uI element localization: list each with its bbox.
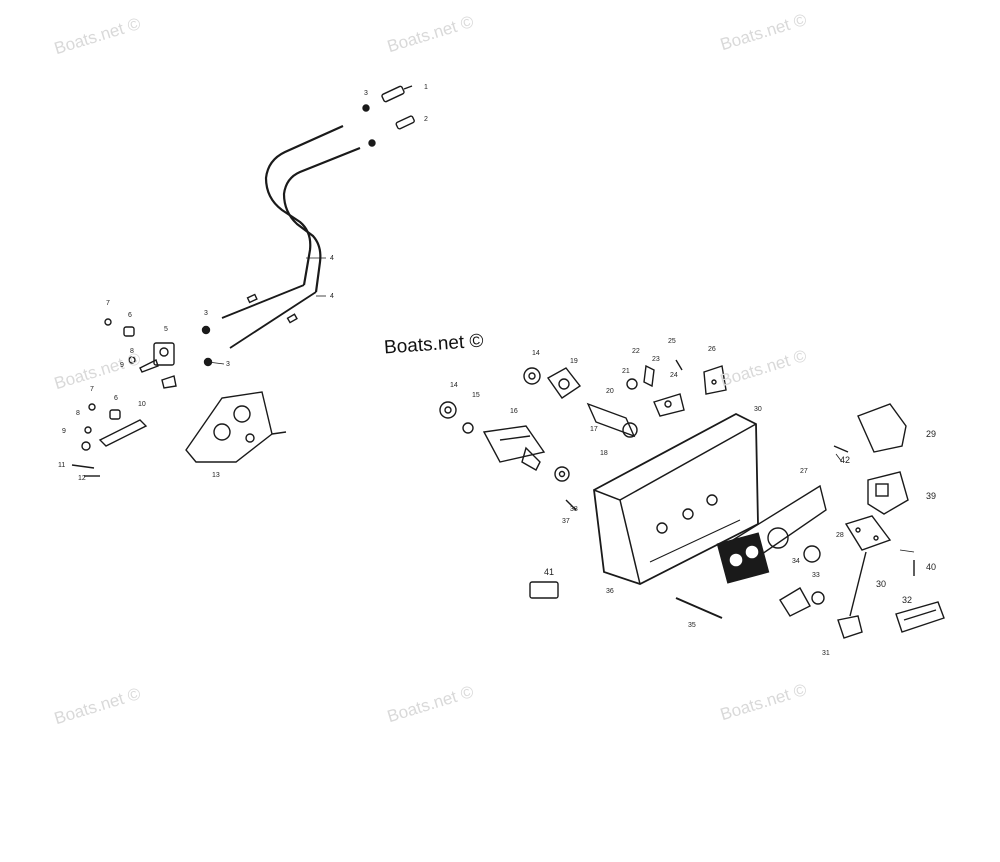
part-label: 6 [114,395,118,402]
nut-3c [201,325,211,335]
part-label: 18 [600,450,608,457]
mounting-plate-13 [185,391,287,463]
part-label: 38 [570,506,578,513]
part-label: 15 [472,392,480,399]
part-label: 37 [562,518,570,525]
shaft-16 [482,425,546,471]
part-label: 21 [622,368,630,375]
part-label: 7 [106,300,110,307]
bracket-24 [653,393,685,417]
part-label: 14 [532,350,540,357]
decal-32 [895,601,945,633]
part-label: 33 [812,572,820,579]
shaft-17 [586,402,638,438]
cable-4b [282,146,361,293]
part-label: 23 [652,356,660,363]
part-label: 11 [58,462,66,469]
cover-29 [857,403,907,453]
linkage-lower [71,403,148,477]
screw-42 [833,445,849,453]
part-label: 8 [130,348,134,355]
part-label: 9 [120,362,124,369]
washer-15 [462,422,474,434]
part-label: 4 [330,255,334,262]
cable-clip-b [286,313,298,324]
nut-3 [362,104,370,112]
part-label: 8 [76,410,80,417]
switch-33 [779,587,825,617]
part-label: 3 [226,361,230,368]
part-label: 30 [876,579,887,589]
part-label: 24 [670,372,678,379]
switch-39 [867,471,909,515]
block-41 [529,581,559,599]
bracket-28 [844,515,892,551]
part-label: 30 [754,406,762,413]
part-label: 3 [364,90,368,97]
part-label: 31 [822,650,830,657]
part-label: 13 [212,472,220,479]
part-label: 26 [708,346,716,353]
part-label: 9 [62,428,66,435]
part-label: 14 [450,382,458,389]
part-label: 20 [606,388,614,395]
part-label: 29 [926,429,937,439]
lever-31 [837,615,863,639]
part-label: 41 [544,567,555,577]
spool-19 [546,367,582,399]
part-label: 2 [424,116,428,123]
linkage-upper [104,318,177,389]
rod-30 [849,551,867,617]
part-label: 42 [840,455,851,465]
part-label: 1 [424,84,428,91]
cable-end-a [221,284,305,319]
knob-34 [803,545,821,563]
plate-26 [703,365,727,395]
fitting-2 [395,115,415,130]
part-label: 34 [792,558,800,565]
clip-22 [643,364,655,388]
screw-37 [565,499,577,511]
part-label: 32 [902,595,913,605]
part-label: 27 [800,468,808,475]
part-label: 39 [926,491,937,501]
pin-35 [675,597,723,619]
leader-lines [207,257,915,553]
gear-14a [523,367,541,385]
cable-end-b [229,291,317,349]
gear-14c [554,466,570,482]
part-label: 17 [590,426,598,433]
fitting-1 [381,85,413,103]
part-label: 6 [128,312,132,319]
cable-4a [264,124,344,286]
part-label: 4 [330,293,334,300]
part-label: 3 [204,310,208,317]
part-label: 7 [90,386,94,393]
part-label: 36 [606,588,614,595]
gear-14b [439,401,457,419]
part-label: 35 [688,622,696,629]
screw-23 [675,359,683,371]
cable-clip-a [246,293,258,304]
part-label: 16 [510,408,518,415]
part-label: 12 [78,475,86,482]
part-label: 19 [570,358,578,365]
part-label: 5 [164,326,168,333]
part-label: 25 [668,338,676,345]
part-label: 10 [138,401,146,408]
nut-3b [368,139,376,147]
part-label: 22 [632,348,640,355]
bracket-21 [626,378,638,390]
face-plate-27 [716,484,827,584]
part-label: 40 [926,562,937,572]
part-label: 28 [836,532,844,539]
